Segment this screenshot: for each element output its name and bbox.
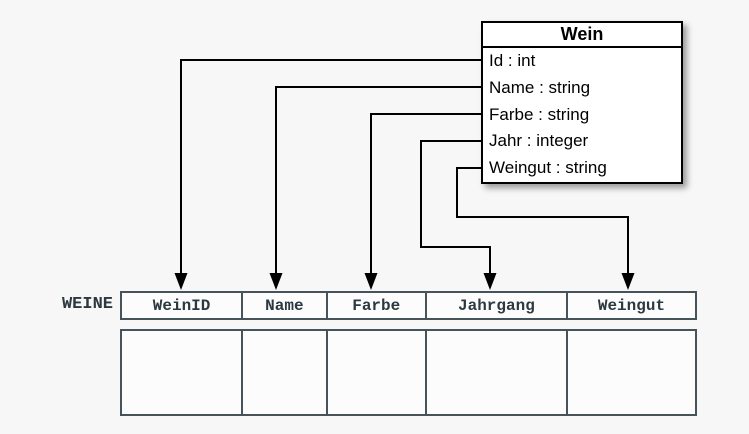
table-cell-empty (424, 331, 566, 414)
connector-weingut-to-weingut (456, 167, 629, 275)
class-attribute-name: Name : string (489, 77, 591, 97)
class-attribute-jahr: Jahr : integer (489, 131, 589, 151)
connector-jahr-to-jahrgang (420, 140, 491, 275)
table-name-label: WEINE (61, 295, 113, 314)
class-attribute-id: Id : int (489, 51, 536, 70)
connector-farbe-to-farbe (370, 113, 481, 275)
connector-name-to-name (275, 86, 481, 275)
arrowhead-icon (364, 273, 378, 290)
table-cell-empty (325, 331, 425, 414)
connector-id-to-weinid (180, 59, 481, 275)
arrowhead-icon (483, 273, 497, 290)
arrowhead-icon (269, 273, 283, 290)
uml-class-box: Wein Id : int Name : string Farbe : stri… (481, 21, 683, 184)
class-attribute-weingut: Weingut : string (489, 158, 607, 178)
table-header-row: WeinID Name Farbe Jahrgang Weingut (120, 291, 697, 320)
arrowhead-icon (621, 273, 635, 290)
column-header-weingut: Weingut (565, 293, 695, 318)
column-header-weinid: WeinID (152, 296, 211, 315)
table-cell-empty (565, 331, 695, 414)
column-header-jahrgang: Jahrgang (424, 293, 566, 318)
class-attribute-list: Id : int Name : string Farbe : string Ja… (483, 48, 681, 182)
class-title: Wein (483, 23, 681, 48)
table-cell-empty (241, 331, 325, 414)
column-header-name: Name (241, 293, 325, 318)
column-header-farbe: Farbe (325, 293, 425, 318)
table-empty-row (120, 329, 697, 416)
arrowhead-icon (174, 273, 188, 290)
table-cell-empty (122, 331, 241, 414)
class-attribute-farbe: Farbe : string (489, 104, 590, 124)
